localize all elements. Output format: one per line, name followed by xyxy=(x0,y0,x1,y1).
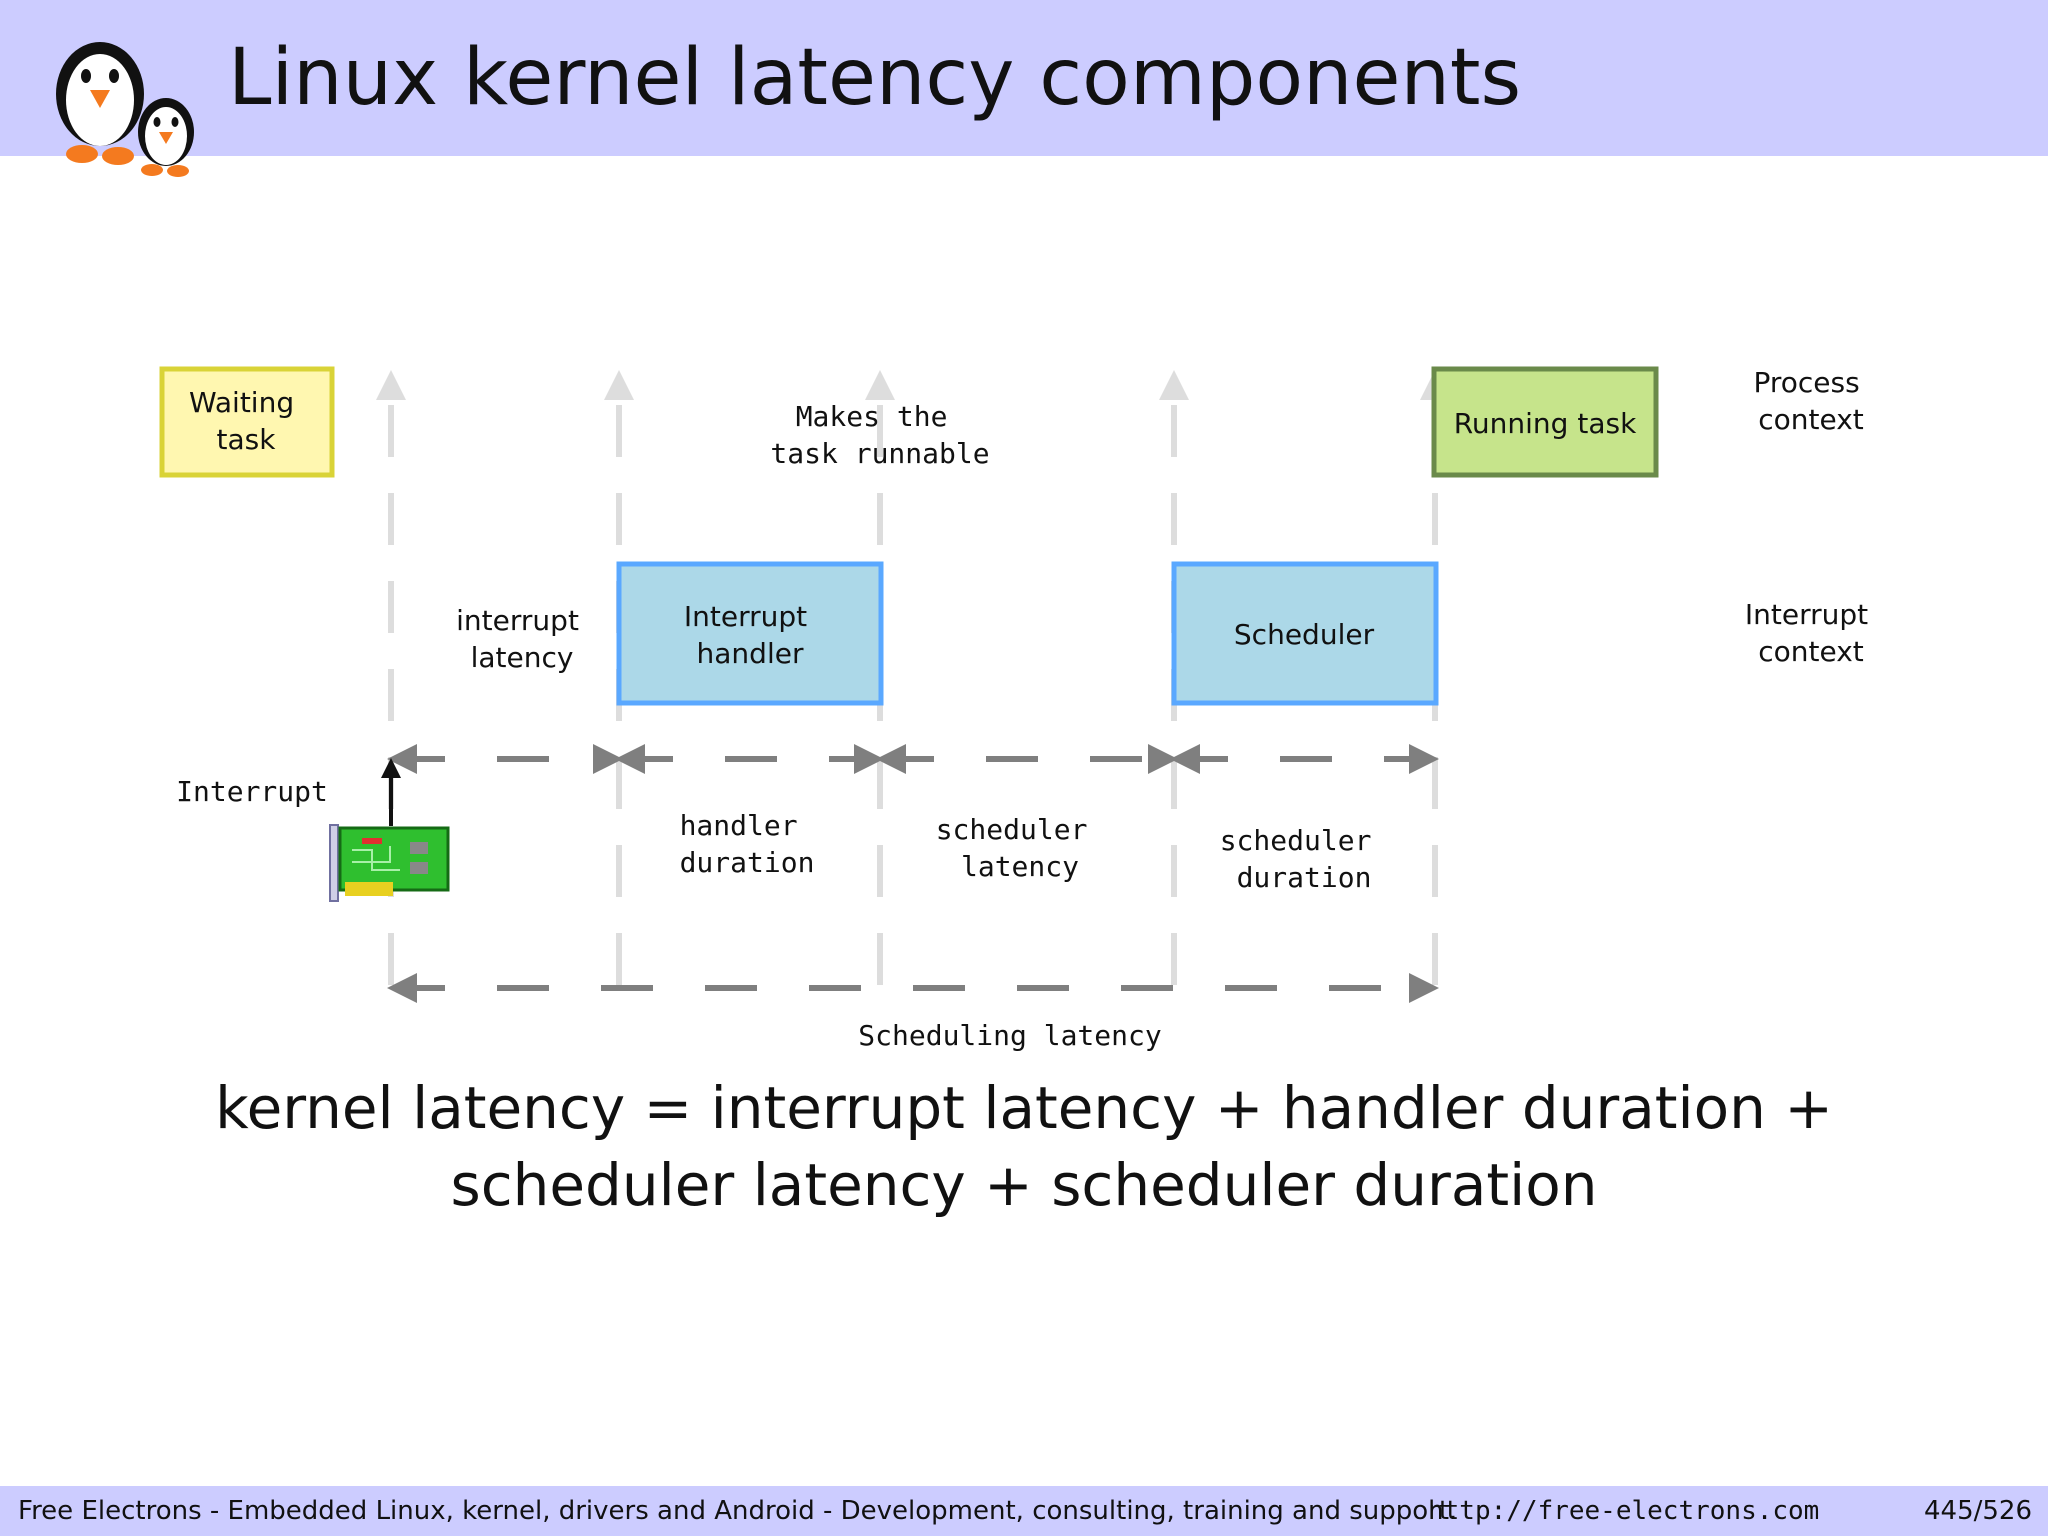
interrupt-context-label: Interrupt context xyxy=(1745,598,1877,668)
penguins-logo xyxy=(56,42,194,177)
interrupt-latency-line-2: latency xyxy=(471,641,574,674)
makes-runnable-line-1: Makes the xyxy=(796,400,948,433)
scheduler-box xyxy=(1171,561,1439,706)
scheduler-duration-label: scheduler duration xyxy=(1220,824,1389,894)
interrupt-handler-label: Interrupt handler xyxy=(684,600,816,670)
process-context-line-1: Process xyxy=(1753,366,1859,399)
interrupt-handler-line-1: Interrupt xyxy=(684,600,807,633)
interrupt-context-line-2: context xyxy=(1758,635,1864,668)
handler-duration-line-2: duration xyxy=(680,846,815,879)
handler-duration-line-1: handler xyxy=(680,809,798,842)
interrupt-context-line-1: Interrupt xyxy=(1745,598,1868,631)
interrupt-latency-label: interrupt latency xyxy=(456,604,588,674)
scheduling-latency-label: Scheduling latency xyxy=(858,1019,1161,1052)
scheduler-latency-label: scheduler latency xyxy=(936,813,1105,883)
process-context-line-2: context xyxy=(1758,403,1864,436)
slide-footer: Free Electrons - Embedded Linux, kernel,… xyxy=(0,1486,2048,1536)
footer-link[interactable]: http://free-electrons.com xyxy=(1428,1496,1820,1526)
kernel-latency-formula: kernel latency = interrupt latency + han… xyxy=(215,1074,1833,1219)
waiting-task-box xyxy=(159,366,335,478)
slide-header xyxy=(0,0,2048,156)
page-number: 445/526 xyxy=(1923,1496,2032,1526)
interrupt-handler-box xyxy=(616,561,884,706)
interrupt-label: Interrupt xyxy=(176,775,328,808)
makes-runnable-line-2: task runnable xyxy=(770,437,989,470)
process-context-label: Process context xyxy=(1753,366,1868,436)
scheduler-duration-line-1: scheduler xyxy=(1220,824,1372,857)
scheduler-label: Scheduler xyxy=(1234,618,1375,651)
interrupt-handler-line-2: handler xyxy=(697,637,804,670)
footer-text: Free Electrons - Embedded Linux, kernel,… xyxy=(18,1496,1458,1526)
slide-title: Linux kernel latency components xyxy=(228,33,1522,123)
waiting-task-line-2: task xyxy=(217,423,277,456)
running-task-box xyxy=(1431,366,1659,478)
makes-runnable-label: Makes the task runnable xyxy=(770,400,989,470)
duration-arrows xyxy=(387,744,1439,1003)
waiting-task-label: Waiting task xyxy=(189,386,303,456)
running-task-label: Running task xyxy=(1454,407,1637,440)
waiting-task-line-1: Waiting xyxy=(189,386,294,419)
interrupt-latency-line-1: interrupt xyxy=(456,604,579,637)
scheduler-latency-line-2: latency xyxy=(961,850,1079,883)
network-card-icon xyxy=(329,824,450,902)
handler-duration-label: handler duration xyxy=(680,809,815,879)
scheduler-duration-line-2: duration xyxy=(1237,861,1372,894)
scheduler-latency-line-1: scheduler xyxy=(936,813,1088,846)
